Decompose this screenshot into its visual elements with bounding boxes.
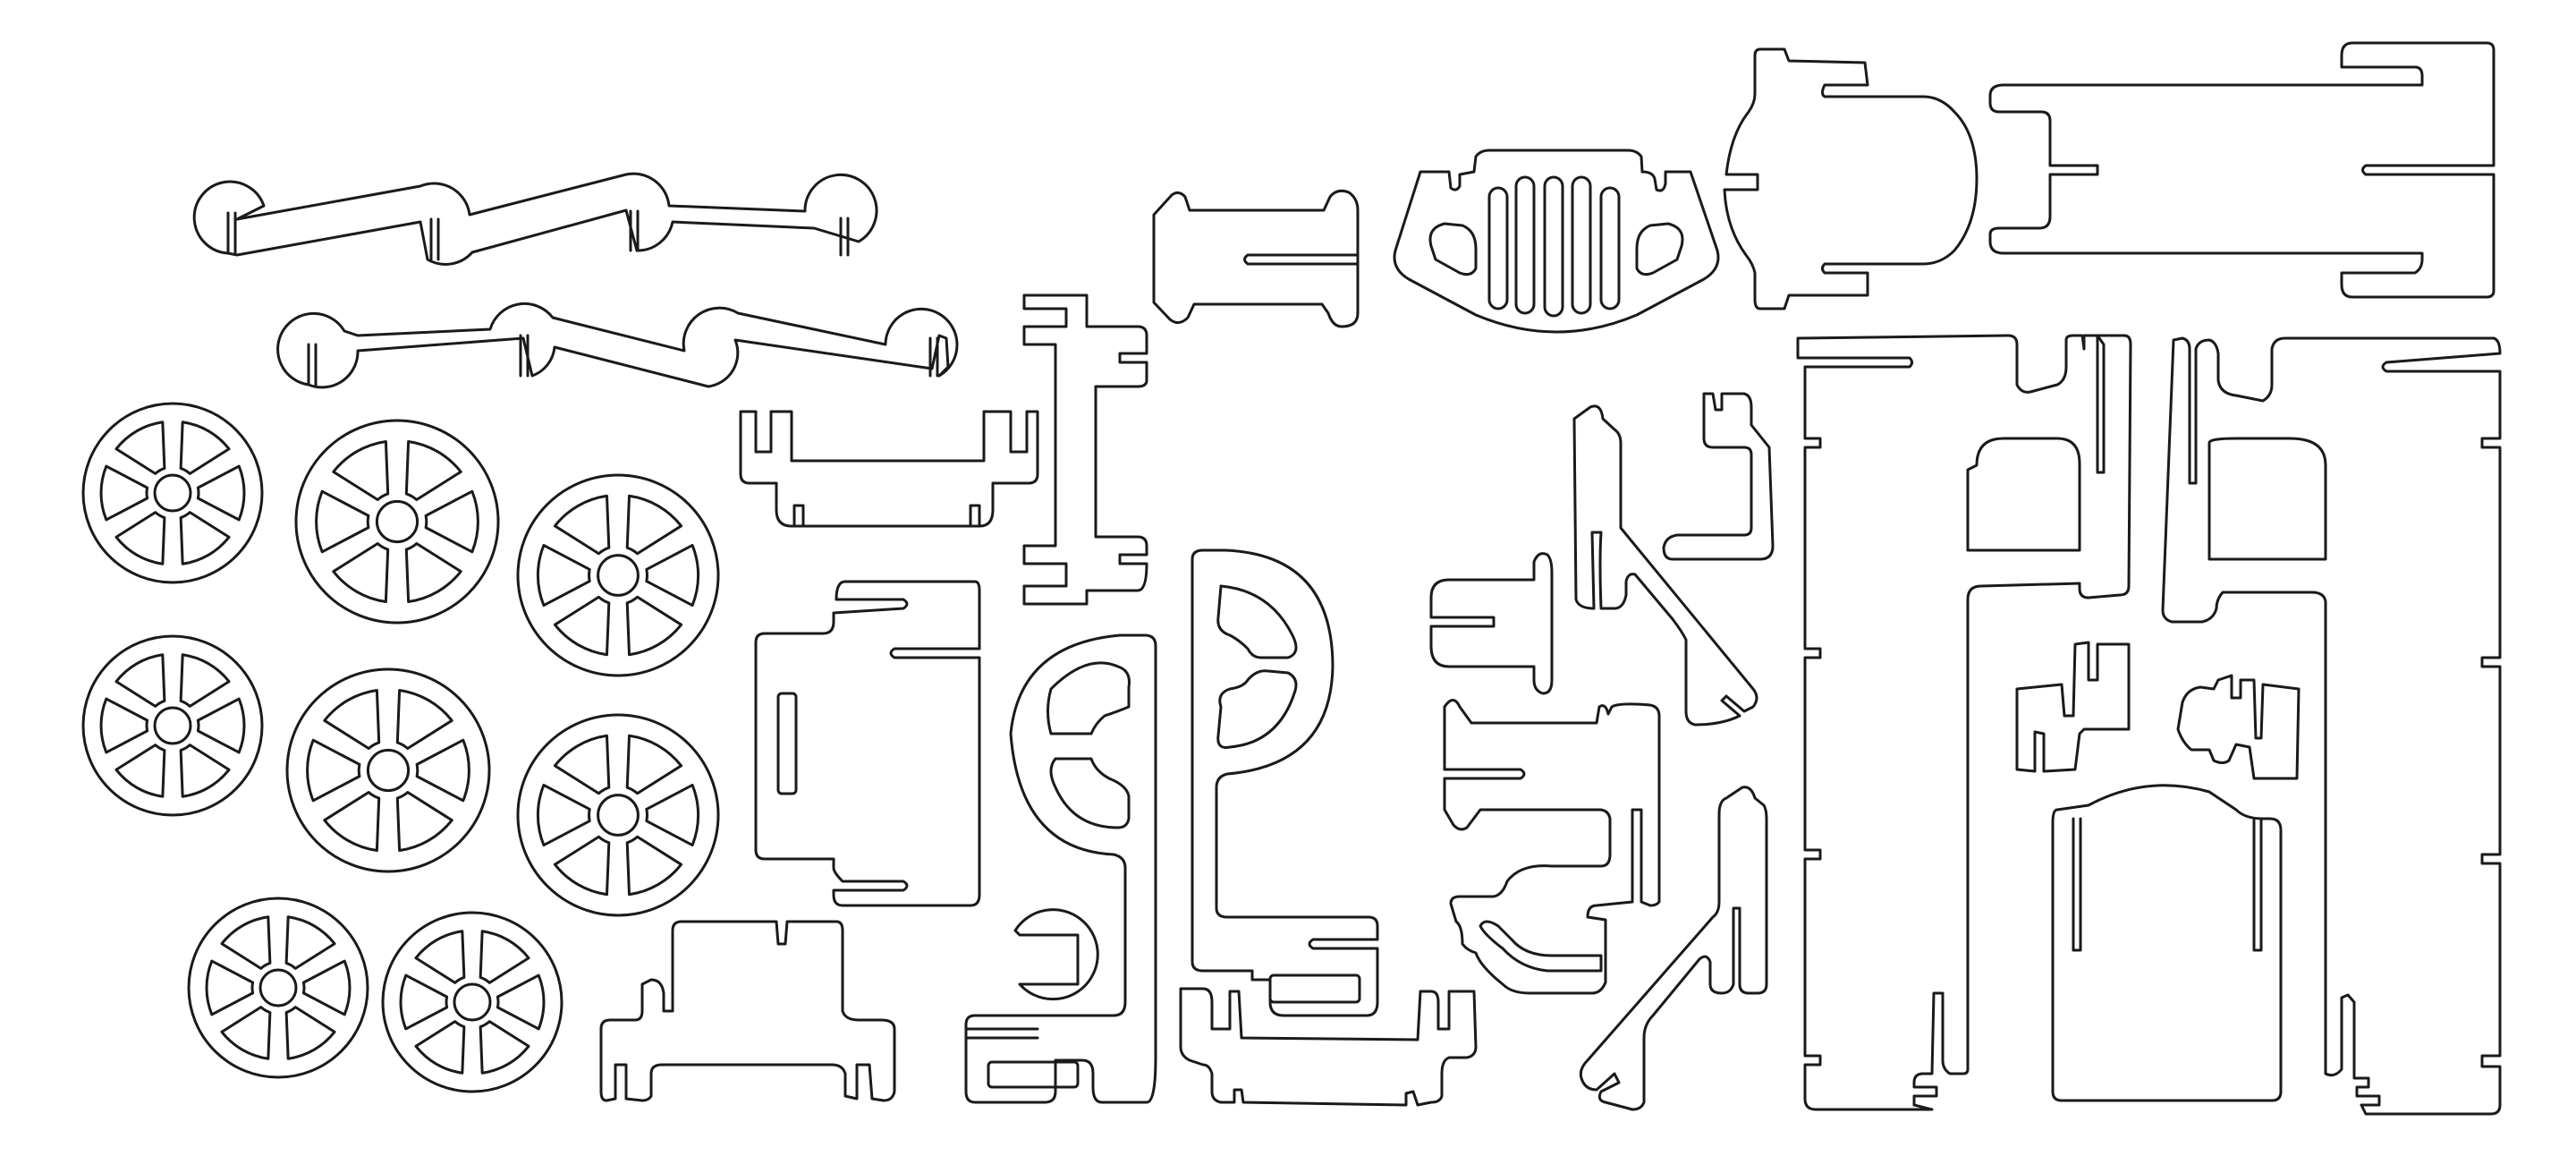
ladder-part xyxy=(1022,293,1148,606)
wheel-spoke-cutout xyxy=(179,653,231,708)
wheel-spoke-cutout xyxy=(179,511,231,565)
front-grille xyxy=(1393,149,1720,334)
wheel xyxy=(187,897,369,1079)
roof-panel xyxy=(1988,41,2496,299)
wheel-spoke-cutout xyxy=(332,439,390,502)
wheel-spoke-cutout xyxy=(496,973,546,1031)
wheel xyxy=(285,667,491,873)
wheel-spoke-cutout xyxy=(205,959,255,1016)
wheel xyxy=(516,713,720,917)
seat-back-panel xyxy=(2051,784,2283,1102)
lever-upper xyxy=(1572,404,1758,727)
wheel-rim xyxy=(285,667,491,873)
fender-right xyxy=(1191,548,1379,1017)
axle-rod-upper xyxy=(192,172,878,266)
wheel-spoke-cutout xyxy=(332,541,390,604)
wheel-spoke-cutout xyxy=(315,489,370,554)
wheel xyxy=(381,911,564,1093)
wheel-hub xyxy=(375,499,419,544)
wheel-hub xyxy=(597,794,640,837)
small-clip-right xyxy=(2176,674,2301,780)
wheel-spoke-cutout xyxy=(306,738,361,803)
body-side-right xyxy=(2161,336,2502,1116)
wheel-spoke-cutout xyxy=(625,494,683,556)
wheel-spoke-cutout xyxy=(414,1020,466,1075)
wheel-hub xyxy=(597,554,640,597)
wheel-spoke-cutout xyxy=(399,973,449,1031)
wheel-spoke-cutout xyxy=(625,595,683,657)
lever-lower xyxy=(1579,786,1768,1111)
small-clip-left xyxy=(2015,641,2131,773)
wheel-hub xyxy=(153,706,192,745)
wheel-spoke-cutout xyxy=(404,541,462,604)
wheel-spoke-cutout xyxy=(479,930,530,984)
wheel-spoke-cutout xyxy=(404,439,462,502)
wheel-hub xyxy=(366,748,411,793)
l-hook xyxy=(1662,392,1775,561)
wheel-rim xyxy=(187,897,369,1079)
wheel-spoke-cutout xyxy=(479,1020,530,1075)
lower-strip xyxy=(1179,987,1478,1107)
wheel-spoke-cutout xyxy=(196,697,246,754)
wheel-rim xyxy=(81,402,264,584)
wheel-spoke-cutout xyxy=(114,421,166,475)
wheel-hub xyxy=(453,982,492,1022)
wheel-spoke-cutout xyxy=(196,464,246,522)
wheel-spoke-cutout xyxy=(645,543,700,608)
wheel xyxy=(516,473,720,677)
wheel-hub xyxy=(153,473,192,513)
wheel-spoke-cutout xyxy=(625,835,683,897)
wheel-spoke-cutout xyxy=(99,464,149,522)
wheel-spoke-cutout xyxy=(553,494,611,556)
wheel-rim xyxy=(516,473,720,677)
wheel-spoke-cutout xyxy=(536,783,591,847)
wheel-spoke-cutout xyxy=(553,595,611,657)
wheel-spoke-cutout xyxy=(414,930,466,984)
hood-panel xyxy=(1723,47,1979,310)
wheel-spoke-cutout xyxy=(553,734,611,795)
wheel-rim xyxy=(381,911,564,1093)
wheel-spoke-cutout xyxy=(301,959,352,1016)
wheel-spoke-cutout xyxy=(179,421,231,475)
lower-tray xyxy=(599,920,896,1102)
wheel-spoke-cutout xyxy=(645,783,700,847)
fender-left xyxy=(964,633,1157,1104)
top-bracket xyxy=(1152,189,1360,328)
wheel xyxy=(294,419,500,625)
chassis-strip xyxy=(739,410,1039,528)
wheel-spoke-cutout xyxy=(220,915,272,970)
wheel-rim xyxy=(294,419,500,625)
axle-rod-lower xyxy=(276,302,959,389)
wheel-rim xyxy=(516,713,720,917)
wheel-spoke-cutout xyxy=(284,1006,336,1060)
wheel-group xyxy=(81,402,720,1093)
wheel-spoke-cutout xyxy=(114,653,166,708)
body-side-left xyxy=(1796,334,2132,1111)
wheel-spoke-cutout xyxy=(323,688,381,751)
wheel-hub xyxy=(258,968,298,1007)
wheel-spoke-cutout xyxy=(625,734,683,795)
wheel-spoke-cutout xyxy=(114,511,166,565)
wheel-spoke-cutout xyxy=(415,738,470,803)
wheel-spoke-cutout xyxy=(553,835,611,897)
wheel-spoke-cutout xyxy=(424,489,479,554)
wheel-spoke-cutout xyxy=(114,744,166,798)
wheel xyxy=(81,634,264,817)
wheel-spoke-cutout xyxy=(323,790,381,853)
wheel xyxy=(81,402,264,584)
wheel-spoke-cutout xyxy=(395,790,453,853)
wheel-spoke-cutout xyxy=(99,697,149,754)
wheel-spoke-cutout xyxy=(220,1006,272,1060)
wheel-spoke-cutout xyxy=(395,688,453,751)
clamp-piece xyxy=(1443,699,1661,995)
door-panel xyxy=(754,580,981,907)
wheel-rim xyxy=(81,634,264,817)
wheel-spoke-cutout xyxy=(284,915,336,970)
wheel-spoke-cutout xyxy=(536,543,591,608)
wheel-spoke-cutout xyxy=(179,744,231,798)
bumper-clip xyxy=(1429,552,1554,695)
